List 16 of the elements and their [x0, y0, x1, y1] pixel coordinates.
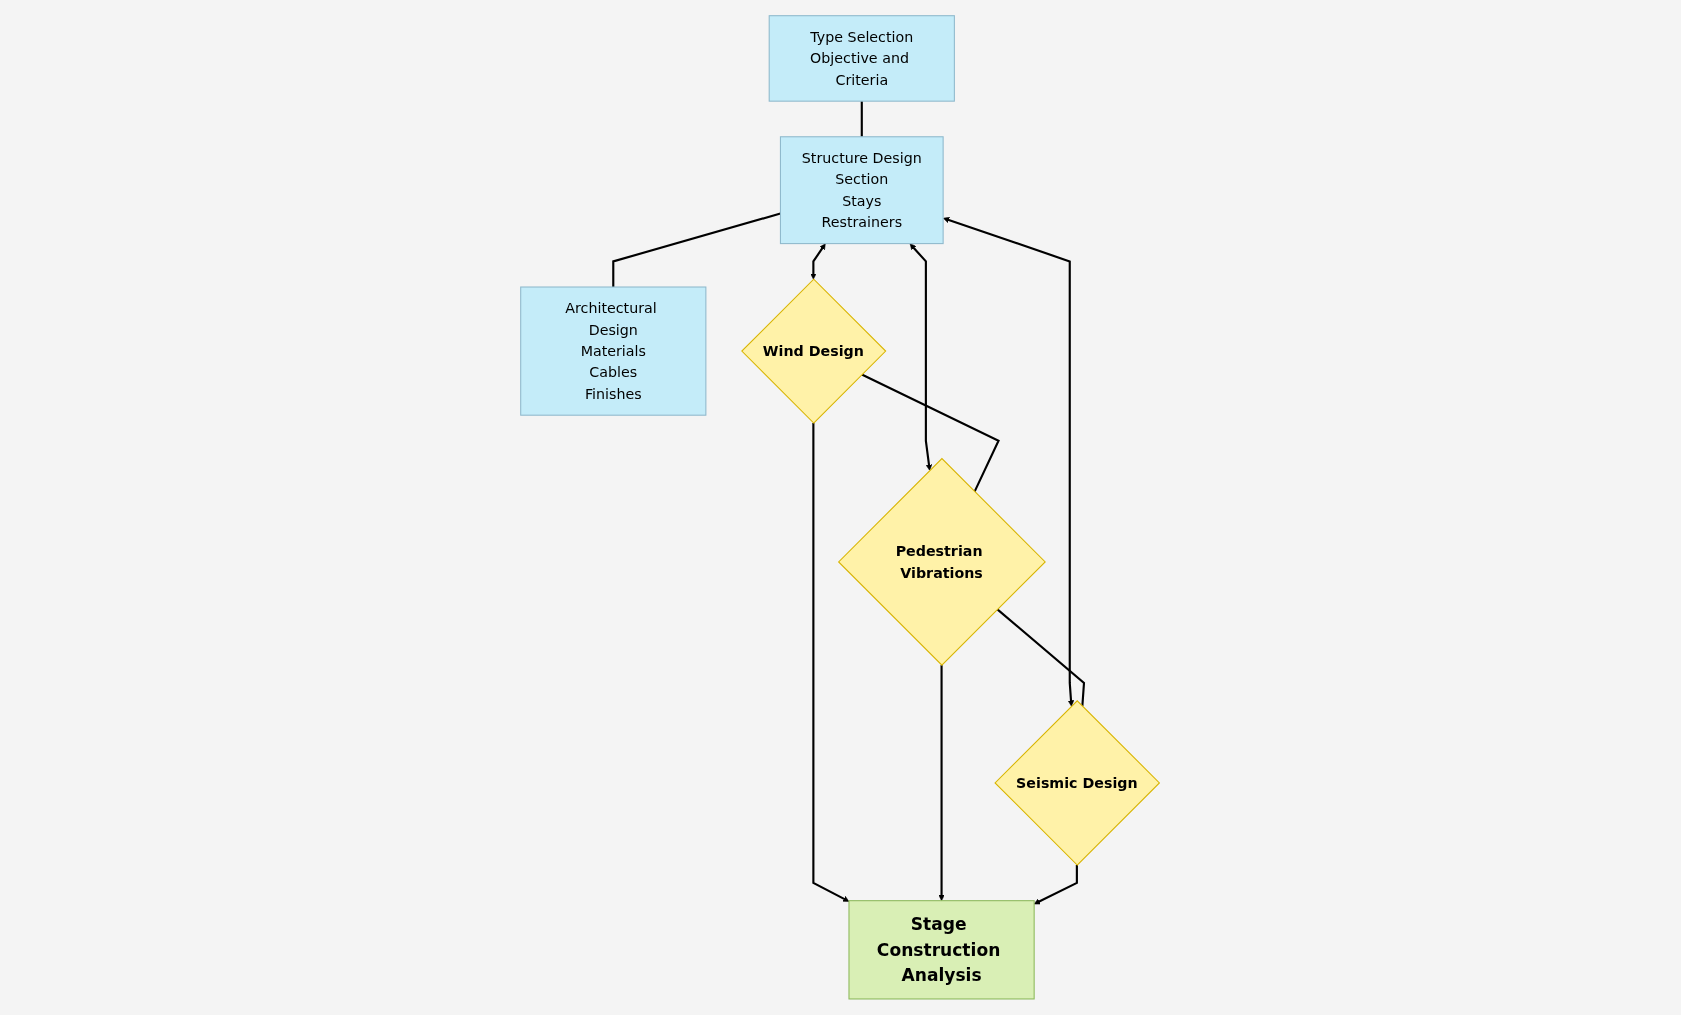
arrow — [812, 423, 850, 902]
arrow — [943, 217, 1075, 707]
node-box: Architectural Design Materials Cables Finishes — [520, 286, 707, 416]
arrow — [810, 243, 827, 280]
connector — [861, 101, 864, 137]
node-box: Type Selection Objective and Criteria — [769, 15, 956, 102]
node-box: Structure Design Section Stays Restrainers — [780, 136, 945, 245]
arrow — [910, 243, 933, 471]
arrow — [938, 665, 946, 902]
node-diamond: Seismic Design — [994, 700, 1161, 866]
connector — [997, 608, 1086, 707]
node-box: Stage Construction Analysis — [848, 900, 1036, 1000]
node-diamond: Wind Design — [741, 278, 887, 424]
node-diamond: Pedestrian Vibrations — [838, 458, 1047, 667]
arrow — [1034, 865, 1079, 905]
connector — [861, 373, 1001, 493]
